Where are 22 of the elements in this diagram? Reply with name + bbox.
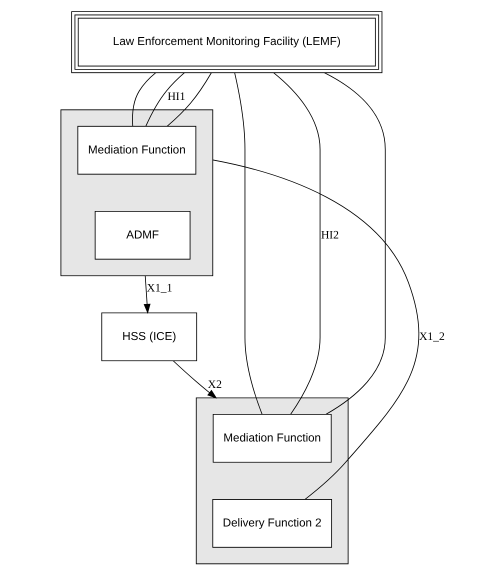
connector xyxy=(273,72,320,415)
edge-label: X1_1 xyxy=(146,282,172,295)
arrow xyxy=(144,275,151,314)
cluster xyxy=(196,397,349,564)
connector xyxy=(324,72,386,415)
edge-label: X1_2 xyxy=(419,330,445,343)
arrow xyxy=(172,360,218,399)
node-box: Mediation Function xyxy=(77,126,196,175)
edge-label: HI2 xyxy=(320,229,339,242)
connector xyxy=(166,72,212,127)
connector xyxy=(212,160,420,500)
node-box: ADMF xyxy=(94,210,190,260)
connector xyxy=(145,72,185,127)
node-box: HSS (ICE) xyxy=(101,312,198,362)
node-box: Delivery Function 2 xyxy=(212,499,332,548)
connector xyxy=(132,72,156,127)
node-box: Mediation Function xyxy=(212,414,332,463)
node-box: Law Enforcement Monitoring Facility (LEMF) xyxy=(71,11,382,74)
connector xyxy=(234,72,262,415)
cluster xyxy=(60,109,214,276)
edge-label: HI1 xyxy=(167,91,186,104)
edge-label: X2 xyxy=(208,379,222,392)
